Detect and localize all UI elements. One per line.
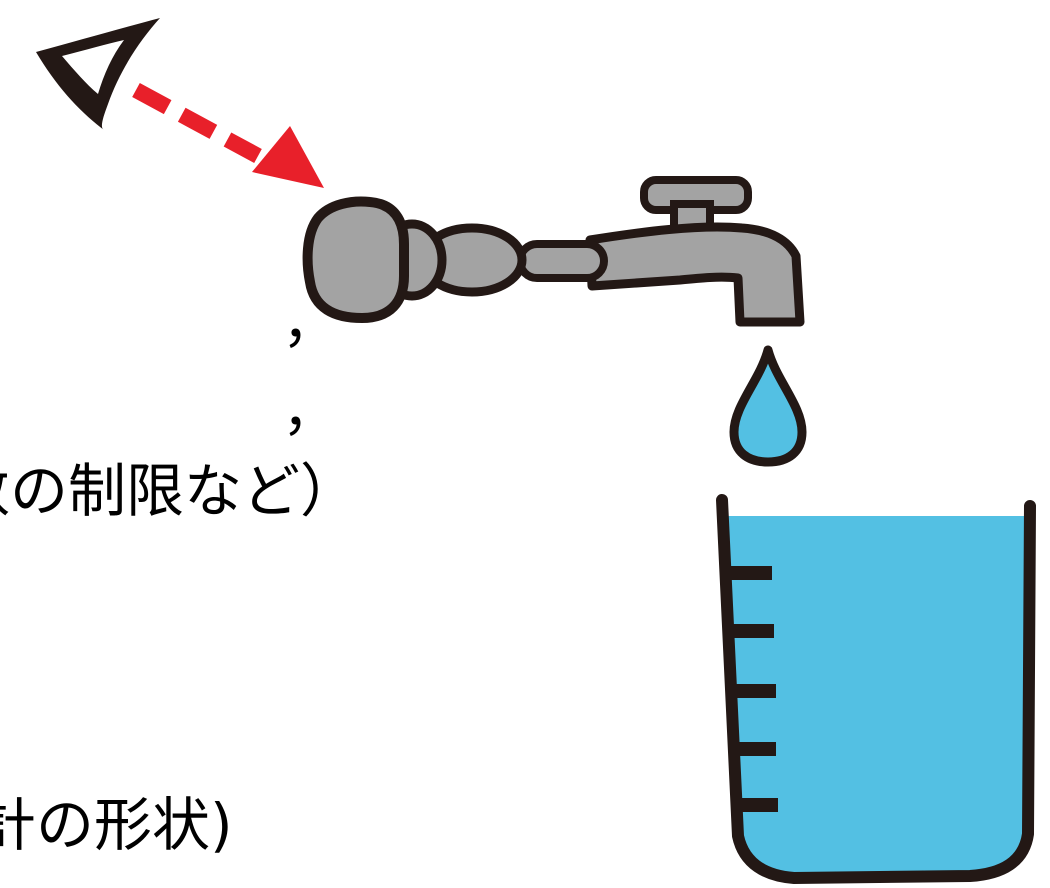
text-line-3: 数の制限など） xyxy=(0,457,359,525)
faucet-icon xyxy=(302,176,805,327)
text-line-2: ， xyxy=(282,379,338,444)
text-line-4: 計の形状) xyxy=(0,791,233,859)
eye-icon xyxy=(36,18,160,130)
beaker-icon xyxy=(716,494,1036,884)
water-drop-icon xyxy=(729,345,807,467)
dashed-arrow xyxy=(132,82,324,188)
